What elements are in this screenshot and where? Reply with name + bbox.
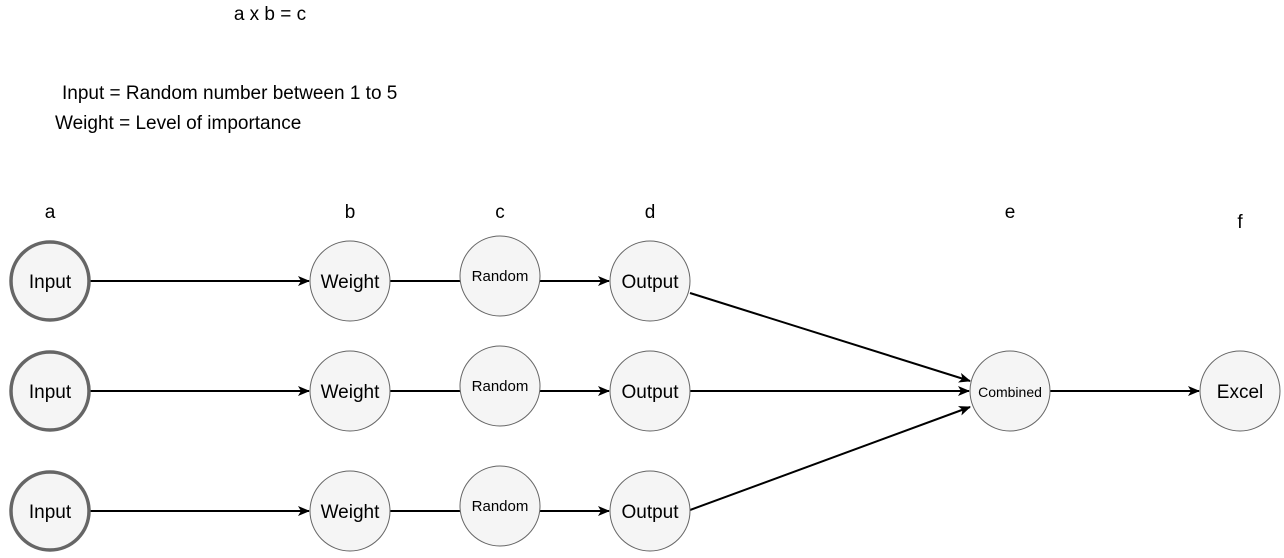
input-node-3[interactable]: Input	[9, 470, 91, 552]
node-label: Input	[29, 502, 72, 523]
column-label-a: a	[45, 202, 56, 223]
node-label: Random	[472, 268, 529, 285]
random-node-2[interactable]: Random	[459, 345, 541, 427]
random-node-3[interactable]: Random	[459, 465, 541, 547]
node-label: Output	[621, 502, 679, 523]
column-label-f: f	[1237, 212, 1243, 233]
node-label: Input	[29, 272, 72, 293]
node-label: Output	[621, 272, 679, 293]
random-node-1[interactable]: Random	[459, 235, 541, 317]
column-label-b: b	[345, 202, 356, 223]
formula-text: a x b = c	[234, 4, 306, 25]
weight-node-1[interactable]: Weight	[309, 240, 391, 322]
column-label-d: d	[645, 202, 656, 223]
edge-output-combined-3	[689, 406, 971, 511]
node-label: Random	[472, 378, 529, 395]
input-node-2[interactable]: Input	[9, 350, 91, 432]
input-node-1[interactable]: Input	[9, 240, 91, 322]
edge-output-combined-1	[689, 292, 971, 383]
output-node-1[interactable]: Output	[609, 240, 691, 322]
column-label-e: e	[1005, 202, 1016, 223]
combined-node[interactable]: Combined	[969, 350, 1051, 432]
input-definition: Input = Random number between 1 to 5	[62, 83, 397, 104]
node-label: Weight	[321, 502, 381, 523]
column-label-c: c	[495, 202, 505, 223]
node-label: Weight	[321, 382, 381, 403]
node-label: Random	[472, 498, 529, 515]
weight-definition: Weight = Level of importance	[55, 113, 301, 134]
output-node-3[interactable]: Output	[609, 470, 691, 552]
node-label: Output	[621, 382, 679, 403]
edges	[90, 276, 1200, 516]
node-label: Combined	[978, 384, 1042, 400]
excel-node[interactable]: Excel	[1199, 350, 1281, 432]
output-node-2[interactable]: Output	[609, 350, 691, 432]
node-label: Excel	[1217, 382, 1263, 403]
node-label: Weight	[321, 272, 381, 293]
node-label: Input	[29, 382, 72, 403]
weight-node-2[interactable]: Weight	[309, 350, 391, 432]
weight-node-3[interactable]: Weight	[309, 470, 391, 552]
